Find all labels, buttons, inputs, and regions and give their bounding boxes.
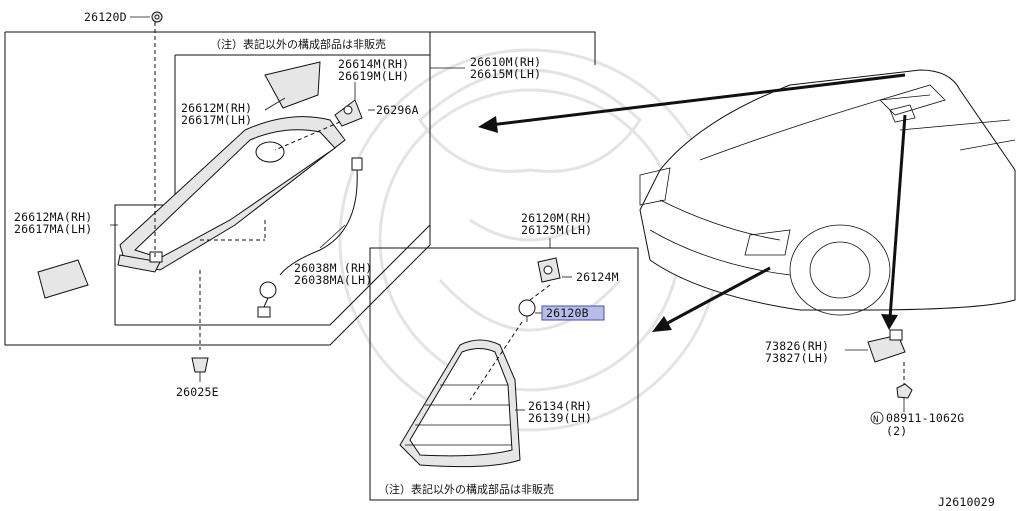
note-top-box: （注）表記以外の構成部品は非販売 [210, 37, 386, 51]
label-26296a: 26296A [376, 103, 419, 117]
label-26615m: 26615M(LH) [470, 67, 541, 81]
label-73826: 73826(RH) [765, 339, 829, 353]
label-26617m: 26617M(LH) [181, 113, 252, 127]
label-08911-qty: (2) [886, 424, 907, 438]
label-26120b[interactable]: 26120B [546, 306, 589, 320]
label-26120b-highlight[interactable]: 26120B [541, 305, 605, 321]
label-26134: 26134(RH) [528, 399, 592, 413]
label-26614m: 26614M(RH) [338, 57, 409, 71]
label-26619m: 26619M(LH) [338, 69, 409, 83]
clip-26120d [151, 11, 163, 23]
label-26125m: 26125M(LH) [521, 223, 592, 237]
label-26120m: 26120M(RH) [521, 211, 592, 225]
mirror-glass-part [37, 259, 89, 299]
mirror-assembly-frame [4, 31, 596, 346]
door-mirror-body [117, 116, 346, 273]
label-08911-prefix: N [873, 415, 879, 425]
label-08911-group: N 08911-1062G (2) [870, 411, 964, 438]
diagram-code: J2610029 [938, 495, 995, 509]
label-73827: 73827(LH) [765, 351, 829, 365]
bulb-26120b [518, 299, 536, 322]
label-26610m: 26610M(RH) [470, 55, 541, 69]
label-26124m: 26124M [576, 270, 619, 284]
label-26025e: 26025E [176, 385, 219, 399]
label-26038ma: 26038MA(LH) [294, 273, 372, 287]
label-26120d: 26120D [84, 10, 127, 24]
turn-lamp-lens [399, 339, 521, 468]
bulb-socket-26124m [537, 257, 561, 283]
mirror-cover-part [264, 61, 321, 109]
note-bottom-box: （注）表記以外の構成部品は非販売 [378, 482, 554, 496]
label-08911: 08911-1062G [886, 411, 964, 425]
label-26139: 26139(LH) [528, 411, 592, 425]
side-marker-73826 [867, 329, 906, 363]
label-26612ma: 26612MA(RH) [14, 210, 92, 224]
turn-lamp-frame [369, 238, 639, 501]
label-26038m: 26038M (RH) [294, 261, 372, 275]
label-26612m: 26612M(RH) [181, 101, 252, 115]
label-26617ma: 26617MA(LH) [14, 222, 92, 236]
nut-08911 [896, 383, 913, 399]
vehicle-illustration [639, 69, 1016, 316]
harness-26038m [257, 157, 363, 318]
grommet-26025e [191, 357, 209, 373]
